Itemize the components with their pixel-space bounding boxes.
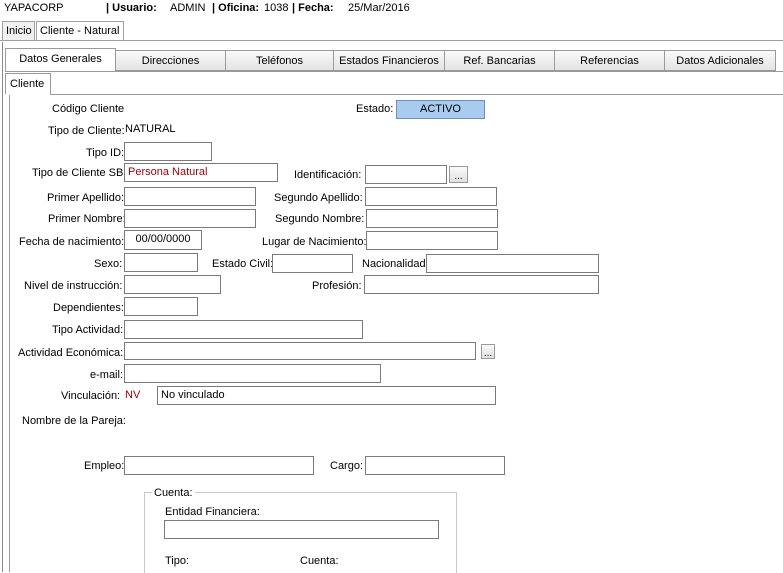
identificacion-lookup-button[interactable]: ...: [449, 166, 468, 183]
tab-telefonos[interactable]: Teléfonos: [225, 50, 334, 71]
tab-referencias[interactable]: Referencias: [554, 50, 665, 71]
dependientes-label: Dependientes:: [53, 302, 124, 314]
fecha-label: | Fecha:: [292, 2, 334, 14]
oficina-label: | Oficina:: [212, 2, 260, 14]
tipo-cliente-label: Tipo de Cliente:: [48, 125, 125, 137]
primer-nombre-input[interactable]: [124, 209, 256, 228]
nombre-pareja-label: Nombre de la Pareja:: [22, 415, 126, 427]
vinculacion-code: NV: [125, 389, 141, 401]
tab-datos-generales[interactable]: Datos Generales: [5, 48, 116, 72]
usuario-value: ADMIN: [170, 2, 206, 14]
identificacion-label: Identificación:: [294, 169, 362, 181]
identificacion-input[interactable]: [365, 165, 447, 184]
empleo-input[interactable]: [124, 456, 314, 475]
segundo-apellido-input[interactable]: [365, 187, 497, 206]
cuenta-groupbox: [144, 492, 457, 573]
cargo-label: Cargo:: [330, 460, 364, 472]
email-field[interactable]: [124, 364, 381, 383]
nacionalidad-input[interactable]: [426, 254, 599, 273]
tab-cliente-natural[interactable]: Cliente - Natural: [36, 21, 124, 40]
dependientes-input[interactable]: [124, 297, 198, 316]
tab-datos-adicionales[interactable]: Datos Adicionales: [664, 50, 776, 71]
profesion-label: Profesión:: [312, 280, 362, 292]
subtab-cliente[interactable]: Cliente: [5, 73, 51, 94]
primer-apellido-input[interactable]: [124, 187, 256, 206]
actividad-economica-input[interactable]: [124, 342, 476, 360]
usuario-label: | Usuario:: [106, 2, 157, 14]
subtab-divider: [50, 94, 783, 95]
actividad-economica-label: Actividad Económica:: [18, 347, 124, 359]
estado-civil-label: Estado Civil:: [212, 258, 274, 270]
tipo-cliente-sb-input[interactable]: Persona Natural: [124, 163, 278, 182]
estado-label: Estado:: [356, 103, 394, 115]
company-name: YAPACORP: [4, 2, 64, 14]
entidad-financiera-label: Entidad Financiera:: [165, 506, 260, 518]
main-tab-divider: [5, 71, 783, 72]
estado-badge: ACTIVO: [396, 100, 485, 119]
fecha-nacimiento-label: Fecha de nacimiento:: [19, 236, 125, 248]
segundo-nombre-label: Segundo Nombre:: [275, 213, 365, 225]
vinculacion-label: Vinculación:: [61, 390, 121, 402]
cuenta-group-title: Cuenta:: [152, 487, 195, 499]
tipo-id-label: Tipo ID:: [86, 147, 125, 159]
tab-direcciones[interactable]: Direcciones: [115, 50, 226, 71]
vinculacion-input[interactable]: No vinculado: [157, 386, 496, 405]
empleo-label: Empleo:: [84, 460, 125, 472]
oficina-value: 1038: [264, 2, 289, 14]
tipo-cliente-sb-label: Tipo de Cliente SB:: [32, 167, 127, 179]
fecha-nacimiento-input[interactable]: 00/00/0000: [124, 230, 202, 250]
estado-civil-input[interactable]: [272, 254, 353, 273]
cuenta-numero-label: Cuenta:: [300, 555, 339, 567]
email-label: e-mail:: [90, 369, 124, 381]
segundo-nombre-input[interactable]: [366, 209, 498, 228]
top-tab-divider: [0, 40, 783, 41]
lugar-nacimiento-input[interactable]: [366, 231, 498, 250]
nacionalidad-label: Nacionalidad:: [362, 258, 429, 270]
sexo-input[interactable]: [124, 253, 198, 272]
actividad-economica-lookup-button[interactable]: ...: [481, 344, 495, 359]
tipo-id-input[interactable]: [124, 142, 212, 161]
sexo-label: Sexo:: [94, 258, 123, 270]
tab-inicio[interactable]: Inicio: [2, 21, 35, 40]
profesion-input[interactable]: [364, 275, 599, 294]
tab-estados-financieros[interactable]: Estados Financieros: [333, 50, 445, 71]
codigo-cliente-label: Código Cliente: [52, 103, 125, 115]
form-panel: [9, 95, 783, 572]
tab-ref-bancarias[interactable]: Ref. Bancarias: [444, 50, 555, 71]
content-frame: [2, 42, 783, 572]
entidad-financiera-input[interactable]: [164, 520, 439, 539]
cargo-input[interactable]: [365, 456, 505, 475]
primer-nombre-label: Primer Nombre:: [48, 213, 126, 225]
cuenta-tipo-label: Tipo:: [165, 555, 190, 567]
nivel-instruccion-input[interactable]: [124, 275, 221, 294]
tipo-cliente-value: NATURAL: [125, 123, 176, 135]
segundo-apellido-label: Segundo Apellido:: [274, 192, 363, 204]
nivel-instruccion-label: Nivel de instrucción:: [24, 280, 123, 292]
tipo-actividad-input[interactable]: [124, 320, 363, 339]
tipo-actividad-label: Tipo Actividad:: [52, 324, 124, 336]
fecha-value: 25/Mar/2016: [348, 2, 410, 14]
lugar-nacimiento-label: Lugar de Nacimiento:: [262, 236, 367, 248]
primer-apellido-label: Primer Apellido:: [47, 192, 125, 204]
